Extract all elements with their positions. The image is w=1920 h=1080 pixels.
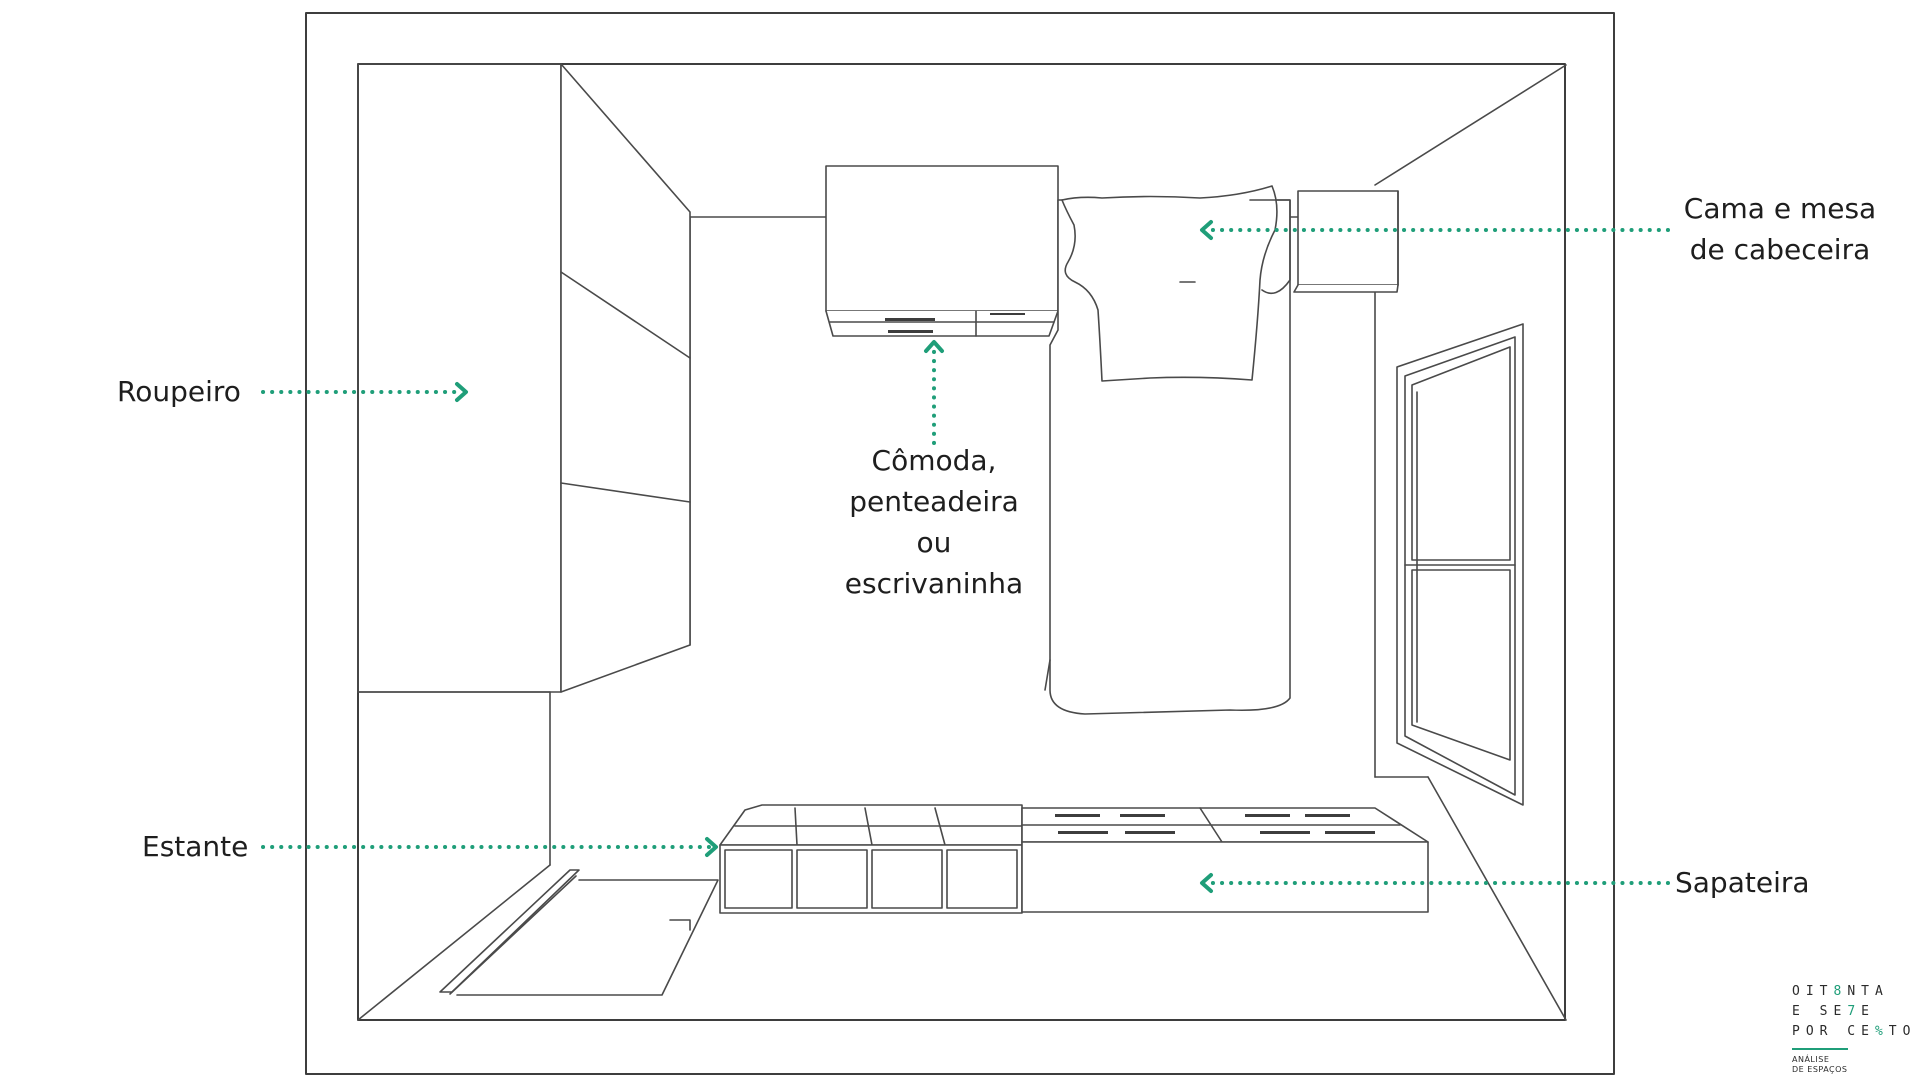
logo-line-3: POR CE%TO bbox=[1792, 1022, 1920, 1042]
logo-line-3-accent: % bbox=[1874, 1024, 1889, 1039]
label-bed-line-2: de cabeceira bbox=[1689, 233, 1871, 266]
logo-line-1: OIT8NTA bbox=[1792, 982, 1920, 1002]
logo-divider bbox=[1792, 1048, 1848, 1050]
logo-line-2-accent: 7 bbox=[1847, 1004, 1862, 1019]
wardrobe-drawing bbox=[357, 63, 691, 866]
logo-line-1-b: NTA bbox=[1847, 984, 1889, 999]
logo-line-2-a: E SE bbox=[1792, 1004, 1848, 1019]
label-dresser-line-4: escrivaninha bbox=[844, 567, 1024, 600]
arrow-bookshelf bbox=[705, 837, 718, 857]
logo-subtitle-2: DE ESPAÇOS bbox=[1792, 1065, 1848, 1074]
arrow-shoe-rack bbox=[1200, 873, 1213, 893]
logo-line-1-accent: 8 bbox=[1833, 984, 1848, 999]
logo-subtitle-1: ANÁLISE bbox=[1792, 1055, 1830, 1064]
label-bookshelf-text: Estante bbox=[142, 830, 249, 863]
logo-line-3-a: POR CE bbox=[1792, 1024, 1875, 1039]
door-drawing bbox=[439, 869, 719, 996]
label-dresser-line-3: ou bbox=[916, 526, 952, 559]
annotation-leaders bbox=[261, 220, 1670, 893]
label-wardrobe: Roupeiro bbox=[117, 371, 241, 412]
label-shoe-rack-text: Sapateira bbox=[1675, 866, 1810, 899]
label-wardrobe-text: Roupeiro bbox=[117, 375, 241, 408]
label-dresser: Cômoda, penteadeira ou escrivaninha bbox=[824, 440, 1044, 604]
logo-line-2-b: E bbox=[1861, 1004, 1875, 1019]
arrow-bed bbox=[1200, 220, 1213, 240]
label-dresser-line-2: penteadeira bbox=[849, 485, 1019, 518]
arrow-dresser bbox=[924, 340, 944, 353]
dresser-drawing bbox=[825, 165, 1059, 337]
label-shoe-rack: Sapateira bbox=[1675, 862, 1810, 903]
nightstand-drawing bbox=[1293, 190, 1399, 293]
logo-line-2: E SE7E bbox=[1792, 1002, 1920, 1022]
window-drawing bbox=[1396, 323, 1524, 806]
shoe-rack-drawing bbox=[1021, 807, 1429, 913]
bed-drawing bbox=[1044, 185, 1291, 715]
brand-logo: OIT8NTA E SE7E POR CE%TO ANÁLISE DE ESPA… bbox=[1792, 982, 1920, 1075]
label-bed-line-1: Cama e mesa bbox=[1683, 192, 1877, 225]
label-bookshelf: Estante bbox=[142, 826, 248, 867]
bookshelf-drawing bbox=[719, 804, 1023, 914]
label-dresser-line-1: Cômoda, bbox=[871, 444, 997, 477]
arrow-wardrobe bbox=[455, 382, 468, 402]
logo-line-1-a: OIT bbox=[1792, 984, 1834, 999]
room-frame bbox=[305, 12, 1615, 1075]
logo-line-3-b: TO bbox=[1888, 1024, 1917, 1039]
label-bed: Cama e mesa de cabeceira bbox=[1665, 188, 1895, 270]
